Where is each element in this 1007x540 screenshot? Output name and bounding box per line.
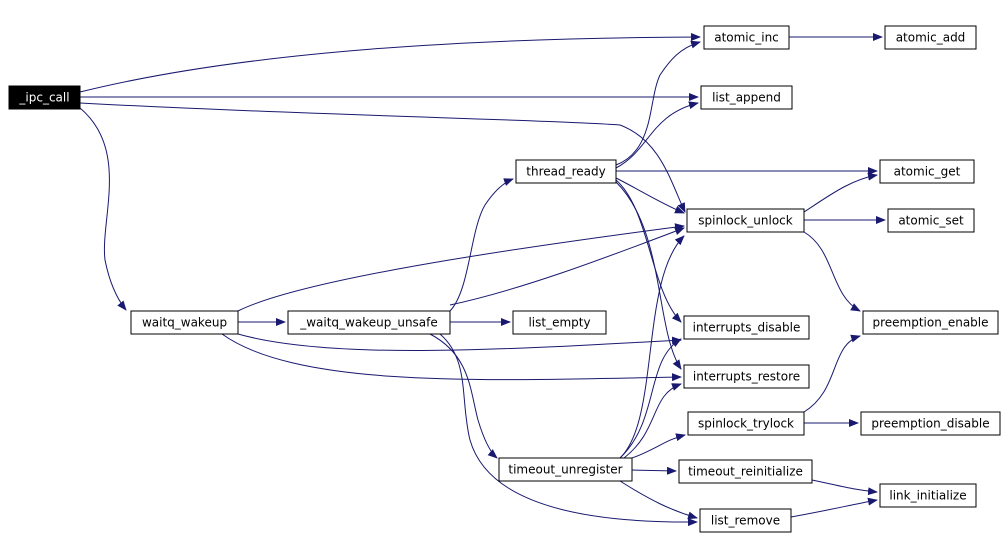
edge-waitq_wakeup-to-interrupts_restore: [221, 333, 682, 382]
edge-timeout_unregister-to-list_remove: [619, 480, 698, 520]
node-label: _waitq_wakeup_unsafe: [299, 316, 438, 330]
edge-thread_ready-to-atomic_inc: [615, 40, 701, 166]
node-label: _ipc_call: [18, 91, 69, 105]
node-box: [879, 159, 975, 184]
node-atomic-inc[interactable]: atomic_inc: [703, 25, 790, 50]
edge-spinlock_trylock-to-preemption_enable: [803, 334, 861, 413]
node-label: timeout_reinitialize: [688, 465, 803, 479]
node-label: list_empty: [528, 316, 590, 330]
edge-thread_ready-to-interrupts_disable: [615, 179, 682, 323]
edge-timeout_unregister-to-interrupts_restore: [623, 383, 682, 459]
node-box: [699, 508, 792, 533]
node-label: timeout_unregister: [508, 463, 622, 477]
edge-timeout_unregister-to-spinlock_trylock: [631, 433, 686, 459]
node-spinlock-unlock[interactable]: spinlock_unlock: [686, 208, 805, 233]
node-box: [287, 310, 451, 335]
edges-layer: [79, 33, 886, 527]
node-ipc-call[interactable]: _ipc_call: [8, 85, 81, 110]
node-box: [683, 315, 810, 340]
node-interrupts-disable[interactable]: interrupts_disable: [683, 315, 810, 340]
edge-timeout_unregister-to-interrupts_disable: [619, 338, 682, 459]
node-box: [884, 25, 977, 50]
node-atomic-get[interactable]: atomic_get: [879, 159, 975, 184]
node-label: atomic_inc: [714, 31, 779, 45]
node-box: [130, 310, 239, 335]
node-label: spinlock_unlock: [698, 214, 793, 228]
node-timeout-reinitialize[interactable]: timeout_reinitialize: [678, 459, 813, 484]
node-list-append[interactable]: list_append: [700, 85, 793, 110]
node-box: [8, 85, 81, 110]
node-list-empty[interactable]: list_empty: [512, 310, 607, 335]
node-box: [860, 411, 1001, 436]
edge-thread_ready-to-list_append: [615, 101, 699, 169]
edge-timeout_unregister-to-spinlock_unlock: [619, 235, 685, 459]
node-box: [686, 208, 805, 233]
edge-waitq_wakeup-to-interrupts_disable: [237, 333, 682, 352]
node-label: atomic_add: [896, 31, 966, 45]
node-label: interrupts_disable: [693, 321, 801, 335]
edge-timeout_unregister-to-timeout_reinitialize: [631, 466, 677, 475]
node-label: atomic_get: [894, 165, 961, 179]
node-box: [862, 310, 999, 335]
edge-spinlock_unlock-to-atomic_get: [803, 172, 878, 213]
node-atomic-add[interactable]: atomic_add: [884, 25, 977, 50]
node-label: waitq_wakeup: [142, 316, 227, 330]
node-box: [515, 159, 617, 184]
node-label: thread_ready: [526, 165, 605, 179]
edge-spinlock_unlock-to-preemption_enable: [803, 231, 861, 312]
node-box: [887, 208, 975, 233]
edge-waitq_wakeup_unsafe-to-spinlock_unlock: [449, 227, 685, 306]
node-label: preemption_disable: [871, 417, 989, 431]
node-label: atomic_set: [898, 214, 964, 228]
node-interrupts-restore[interactable]: interrupts_restore: [683, 364, 810, 389]
node-spinlock-trylock[interactable]: spinlock_trylock: [687, 411, 805, 436]
node-box: [683, 364, 810, 389]
node-preemption-disable[interactable]: preemption_disable: [860, 411, 1001, 436]
edge-thread_ready-to-spinlock_unlock: [615, 177, 685, 214]
node-box: [879, 483, 977, 508]
edge-thread_ready-to-interrupts_restore: [615, 181, 682, 370]
node-list-remove[interactable]: list_remove: [699, 508, 792, 533]
node-label: preemption_enable: [872, 316, 988, 330]
node-label: link_initialize: [889, 489, 966, 503]
edge-waitq_wakeup-to-spinlock_unlock: [237, 223, 685, 312]
edge-ipc_call-to-waitq_wakeup: [79, 107, 127, 311]
node-thread-ready[interactable]: thread_ready: [515, 159, 617, 184]
node-atomic-set[interactable]: atomic_set: [887, 208, 975, 233]
node-label: list_append: [712, 91, 781, 105]
edge-list_remove-to-link_initialize: [790, 497, 878, 518]
node-label: interrupts_restore: [693, 370, 800, 384]
edge-waitq_wakeup_unsafe-to-thread_ready: [449, 178, 514, 312]
node-box: [498, 457, 633, 482]
edge-waitq_wakeup_unsafe-to-list_remove: [439, 333, 698, 527]
node-box: [678, 459, 813, 484]
node-label: list_remove: [711, 514, 780, 528]
edge-ipc_call-to-atomic_inc: [79, 33, 701, 93]
edge-ipc_call-to-spinlock_unlock: [79, 102, 686, 213]
node-timeout-unregister[interactable]: timeout_unregister: [498, 457, 633, 482]
edge-timeout_reinitialize-to-link_initialize: [811, 479, 878, 496]
node-box: [703, 25, 790, 50]
node-waitq-wakeup-unsafe[interactable]: _waitq_wakeup_unsafe: [287, 310, 451, 335]
node-preemption-enable[interactable]: preemption_enable: [862, 310, 999, 335]
node-link-initialize[interactable]: link_initialize: [879, 483, 977, 508]
node-box: [512, 310, 607, 335]
node-label: spinlock_trylock: [698, 417, 794, 431]
edge-waitq_wakeup_unsafe-to-timeout_unregister: [429, 333, 498, 459]
nodes-layer: _ipc_call atomic_inc atomic_add list_append…: [8, 25, 1001, 533]
node-box: [700, 85, 793, 110]
node-waitq-wakeup[interactable]: waitq_wakeup: [130, 310, 239, 335]
node-box: [687, 411, 805, 436]
